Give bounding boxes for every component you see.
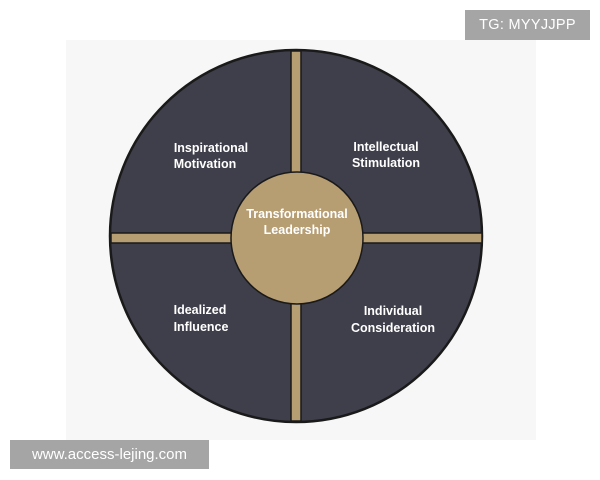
quadrant-top-left-line1: Inspirational (174, 141, 248, 155)
quadrant-bottom-left-line2: Influence (174, 320, 229, 334)
quadrant-bottom-left-line1: Idealized (174, 303, 227, 317)
quadrant-top-right-line2: Stimulation (352, 156, 420, 170)
quadrant-bottom-right-line2: Consideration (351, 321, 435, 335)
quadrant-top-right-line1: Intellectual (353, 140, 418, 154)
center-circle (230, 171, 364, 305)
center-label-line1: Transformational (246, 207, 347, 221)
watermark-url: www.access-lejing.com (10, 440, 209, 469)
quadrant-top-left-line2: Motivation (174, 157, 237, 171)
quadrant-bottom-right-line1: Individual (364, 304, 422, 318)
watermark-tag: TG: MYYJJPP (465, 10, 590, 40)
center-label-line2: Leadership (264, 223, 331, 237)
